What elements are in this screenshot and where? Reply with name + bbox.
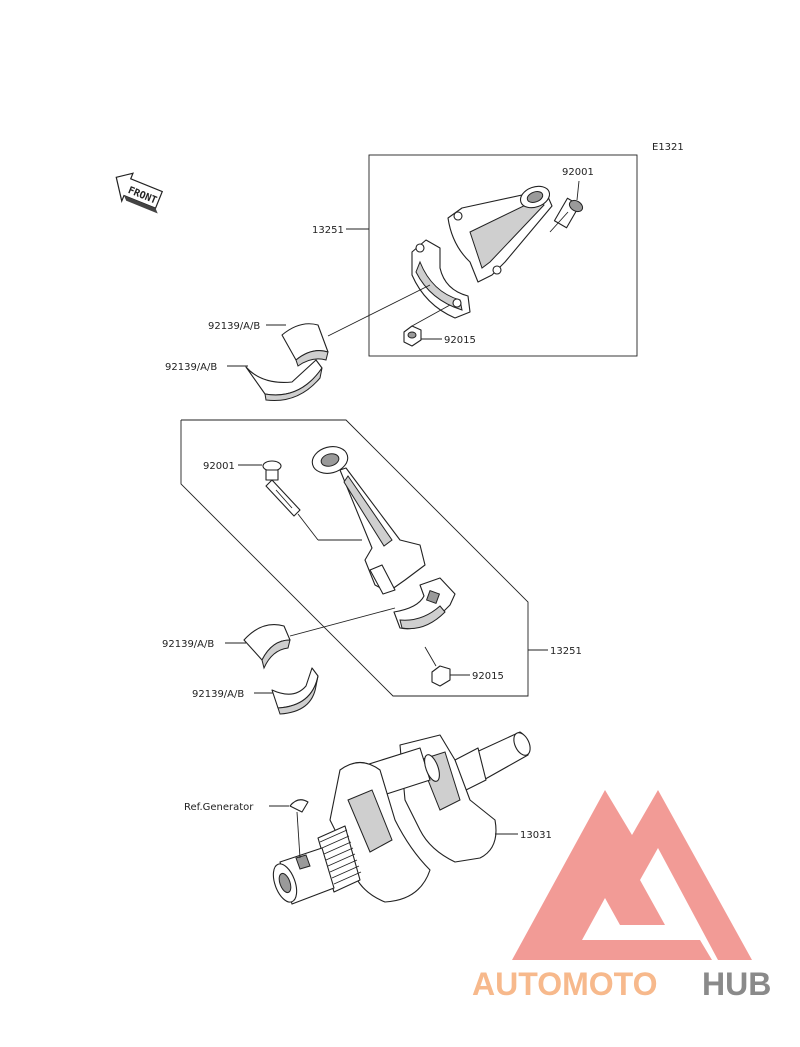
lower-bolt-92001 [262, 460, 301, 517]
lower-bolt-label: 92001 [203, 461, 235, 472]
lower-bearing-label-2: 92139/A/B [192, 689, 244, 700]
lower-connecting-rod-group: 13251 92001 [162, 419, 582, 715]
upper-bolt-92001 [549, 197, 584, 233]
upper-bearing-shell-2 [245, 359, 323, 402]
lower-group-frame [180, 419, 529, 697]
ref-generator-label: Ref.Generator [184, 802, 254, 813]
upper-bearing-label-1: 92139/A/B [208, 321, 260, 332]
upper-assembly-label: 13251 [312, 225, 344, 236]
lower-bearing-shell-2 [271, 667, 319, 715]
crankshaft-13031 [272, 731, 531, 905]
watermark-text-part1: AUTOMOTO [472, 966, 657, 1002]
upper-bolt-label: 92001 [562, 167, 594, 178]
lower-bearing-label-1: 92139/A/B [162, 639, 214, 650]
diagram-code: E1321 [652, 142, 684, 153]
lower-assembly-label: 13251 [550, 646, 582, 657]
crankshaft-label: 13031 [520, 830, 552, 841]
watermark-text-part2: HUB [702, 966, 771, 1002]
lower-nut-label: 92015 [472, 671, 504, 682]
lower-nut-92015 [431, 665, 451, 687]
upper-group-frame [368, 154, 638, 357]
logo-triangle-icon [512, 790, 752, 960]
upper-nut-label: 92015 [444, 335, 476, 346]
upper-bearing-label-2: 92139/A/B [165, 362, 217, 373]
upper-connecting-rod [411, 185, 553, 319]
upper-nut-92015 [403, 325, 422, 347]
upper-bearing-shell-1 [281, 323, 329, 367]
front-arrow-icon: FRONT [115, 172, 164, 214]
lower-rod-cap [393, 577, 456, 630]
upper-connecting-rod-group: 13251 92001 [165, 154, 638, 402]
automotohub-logo [512, 790, 752, 960]
lower-bearing-shell-1 [243, 624, 291, 670]
ref-generator-key [289, 799, 309, 813]
lower-connecting-rod [311, 446, 426, 595]
